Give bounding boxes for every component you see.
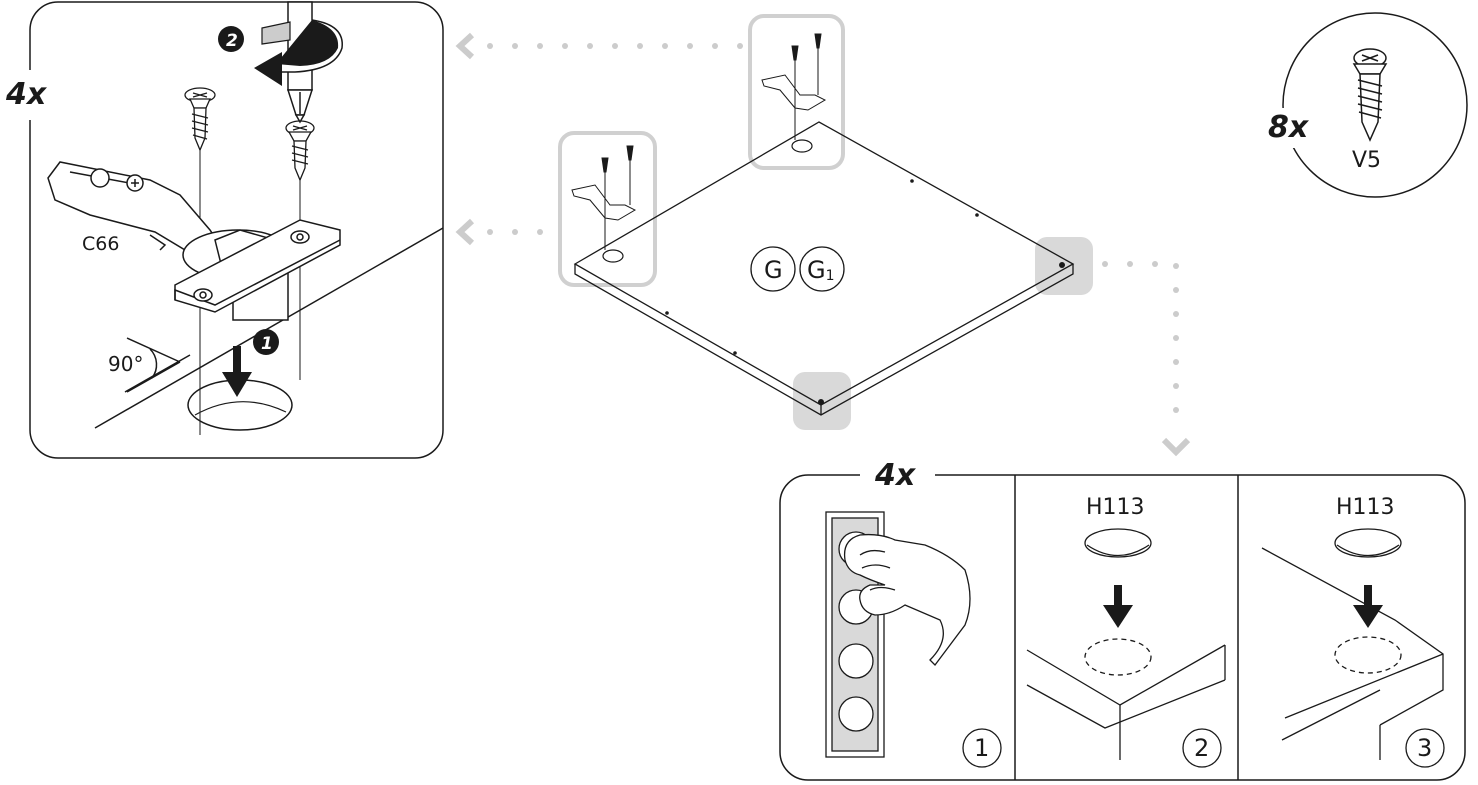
down-arrow-icon [222, 346, 252, 397]
hinge-quantity-label: 4x [6, 77, 47, 112]
bumper-steps-panel [779, 465, 1466, 781]
screw-icon [1352, 48, 1388, 142]
bumper-quantity-label: 4x [875, 458, 916, 493]
highlight-box-top [748, 14, 845, 170]
rotate-arrow-icon [254, 19, 343, 86]
angle-indicator-icon [126, 337, 181, 393]
screw-quantity-label: 8x [1268, 110, 1309, 145]
step2-illustration [1026, 528, 1226, 760]
step-number-1: 1 [974, 734, 990, 762]
part-label-g-circle [750, 246, 796, 292]
hinge-code-label: C66 [82, 233, 120, 255]
part-label-g1-circle [799, 246, 845, 292]
step-badge-1 [253, 329, 279, 355]
screw-code-label: V5 [1352, 148, 1382, 173]
highlight-box-left [558, 131, 657, 287]
screw-callout [1268, 12, 1468, 198]
dotted-connectors [455, 32, 1191, 457]
hinge-detail-panel [25, 1, 444, 459]
step3-illustration [1261, 528, 1444, 760]
step-number-3: 3 [1417, 734, 1433, 762]
hand-icon [843, 533, 971, 666]
screw-icon [184, 87, 216, 152]
part-label-g1: G1 [807, 256, 835, 284]
step-badge-1-label: 1 [261, 334, 273, 354]
step-badge-2-label: 2 [226, 31, 238, 51]
angle-label: 90° [108, 352, 144, 376]
door-panel [558, 14, 1093, 430]
down-arrow-icon [1103, 585, 1133, 628]
panel-edge-line [94, 227, 444, 429]
bumper-code-step2: H113 [1086, 495, 1145, 520]
hinge-icon [47, 161, 341, 321]
step-badge-2 [218, 26, 244, 52]
screw-icon [285, 120, 315, 182]
part-label-g: G [764, 256, 783, 284]
down-arrow-icon [1353, 585, 1383, 628]
bumper-code-step3: H113 [1336, 495, 1395, 520]
step-number-2: 2 [1194, 734, 1210, 762]
